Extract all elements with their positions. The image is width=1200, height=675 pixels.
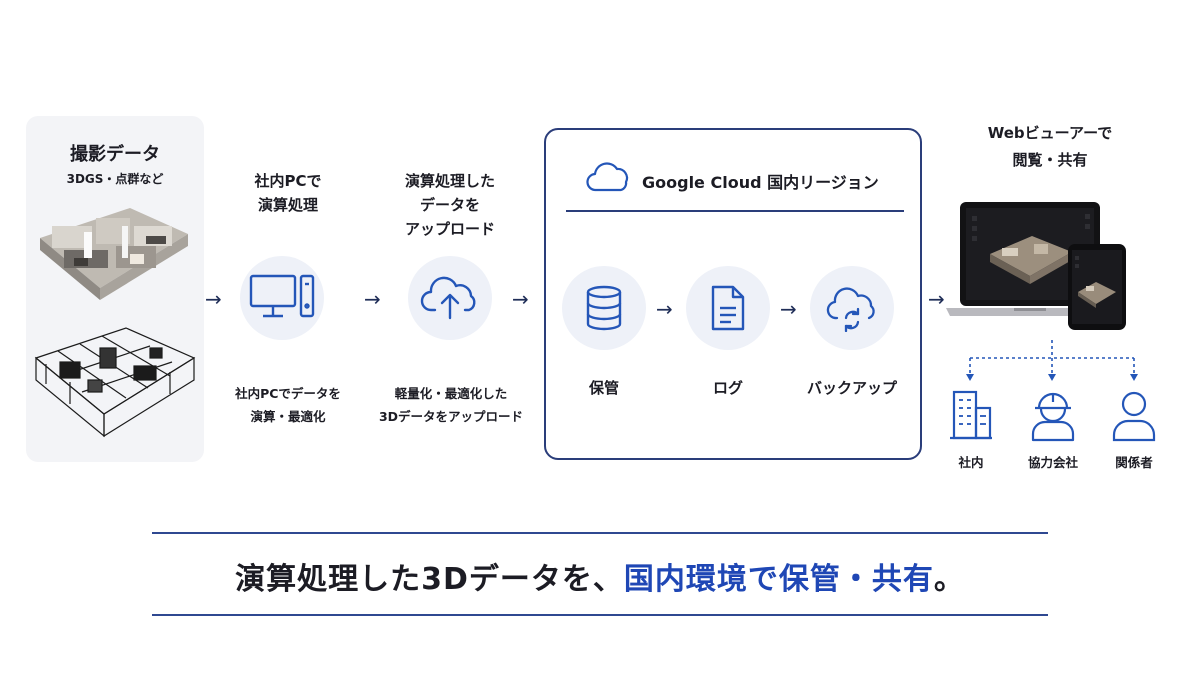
user-label-stakeholder: 関係者 (1115, 455, 1153, 470)
upload-step-description: 軽量化・最適化した 3Dデータをアップロード (378, 386, 524, 424)
google-cloud-divider (566, 210, 904, 212)
flow-arrow-2: → (364, 287, 381, 311)
tagline-top-rule (152, 532, 1048, 534)
flow-arrow-4: → (928, 287, 945, 311)
gcp-flow-arrow-1: → (656, 297, 673, 321)
user-label-internal: 社内 (958, 455, 984, 470)
laptop-tablet-devices-image (946, 202, 1126, 330)
tagline: 演算処理した3Dデータを、国内環境で保管・共有。 (235, 562, 965, 597)
cloud-outline-icon (586, 162, 629, 192)
point-cloud-model-image (34, 327, 196, 438)
user-label-partner: 協力会社 (1027, 455, 1078, 470)
pc-step-title: 社内PCで 演算処理 (254, 172, 322, 214)
upload-step-title: 演算処理した データを アップロード (404, 172, 495, 238)
flow-arrow-1: → (205, 287, 222, 311)
database-icon (586, 285, 622, 331)
document-icon (711, 285, 745, 331)
desktop-pc-icon (249, 274, 315, 318)
backup-label: バックアップ (806, 379, 897, 397)
log-label: ログ (712, 379, 743, 397)
3dgs-model-image (40, 208, 188, 300)
tagline-bottom-rule (152, 614, 1048, 616)
upload-icon-circle (408, 256, 492, 340)
cloud-sync-icon (826, 287, 875, 332)
web-viewer-title: Webビューアーで 閲覧・共有 (987, 124, 1113, 169)
pc-step-description: 社内PCでデータを 演算・最適化 (235, 386, 341, 424)
gcp-flow-arrow-2: → (780, 297, 797, 321)
storage-label: 保管 (588, 379, 619, 397)
log-icon-circle (686, 266, 770, 350)
person-icon (1112, 391, 1156, 442)
distribution-dashed-lines (966, 340, 1138, 381)
cloud-upload-icon (420, 276, 476, 320)
google-cloud-region-box (544, 128, 922, 460)
google-cloud-region-title: Google Cloud 国内リージョン (642, 173, 879, 192)
capture-data-title: 撮影データ (70, 144, 160, 165)
pc-icon-circle (240, 256, 324, 340)
storage-icon-circle (562, 266, 646, 350)
flow-arrow-3: → (512, 287, 529, 311)
worker-helmet-icon (1031, 392, 1075, 442)
backup-icon-circle (810, 266, 894, 350)
capture-data-subtitle: 3DGS・点群など (66, 172, 164, 186)
building-icon (950, 390, 992, 440)
